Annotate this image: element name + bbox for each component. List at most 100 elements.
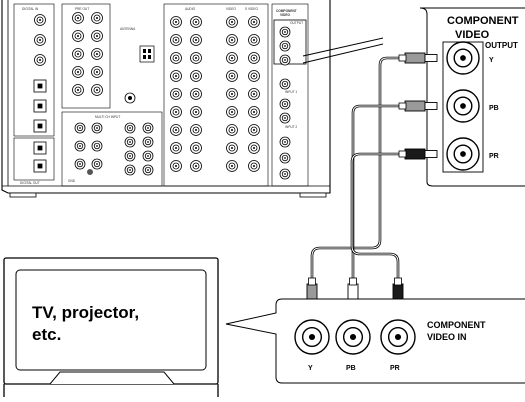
pre-out-jack <box>91 12 103 24</box>
pre-out-jacks <box>72 12 103 96</box>
output-callout-jack-labels: Y PB PR <box>489 57 499 160</box>
pre-out-jack <box>72 84 84 96</box>
receiver-component-output: OUTPUT <box>290 21 303 25</box>
digital-coax-jacks <box>34 14 46 66</box>
output-callout-jack <box>446 89 480 123</box>
receiver-component-block: COMPONENT VIDEO OUTPUT INPUT 1 INPUT 2 <box>271 3 309 187</box>
tv-display: TV, projector, etc. <box>3 257 219 397</box>
audio-r-jack <box>190 16 202 28</box>
s-video-jack <box>248 142 260 154</box>
multi-ch-jack <box>91 158 103 170</box>
tv-label-1: TV, projector, <box>32 303 139 322</box>
input-callout-jack-labels: Y PB PR <box>308 365 400 372</box>
video-jack <box>226 34 238 46</box>
out-jack-label-y: Y <box>489 57 494 64</box>
optical-jack-core <box>37 103 43 109</box>
pre-out-jack <box>91 84 103 96</box>
pre-out-jack <box>91 66 103 78</box>
audio-l-jack <box>170 52 182 64</box>
antenna-block: ANTENNA <box>120 27 155 104</box>
multi-ch-jack <box>74 140 86 152</box>
video-jack <box>226 70 238 82</box>
receiver-input-2: INPUT 2 <box>285 125 297 129</box>
receiver-component-out-jack <box>279 40 291 52</box>
audio-l-jack <box>170 88 182 100</box>
plug-pb-top <box>398 100 438 112</box>
output-callout-subtitle: OUTPUT <box>485 41 518 50</box>
plug-y-top <box>398 52 438 64</box>
multi-ch-jack <box>74 158 86 170</box>
pre-out-label: PRE OUT <box>75 7 89 11</box>
plug-pr-top <box>398 148 438 160</box>
multi-ch-jack <box>124 164 136 176</box>
video-label: VIDEO <box>226 7 236 11</box>
receiver-component-in2-jack <box>279 136 291 148</box>
s-video-jack <box>248 34 260 46</box>
pre-out-jack <box>91 48 103 60</box>
audio-r-jack <box>190 88 202 100</box>
multi-ch-jack <box>142 164 154 176</box>
audio-r-jack <box>190 52 202 64</box>
component-input-callout: COMPONENT VIDEO IN <box>225 298 525 384</box>
receiver-component-in2-jack <box>279 152 291 164</box>
s-video-label: S VIDEO <box>245 7 258 11</box>
s-video-jack <box>248 160 260 172</box>
output-callout-jacks <box>446 41 480 171</box>
s-video-jack <box>248 124 260 136</box>
optical-out-jack-core <box>37 163 43 169</box>
output-callout-title-1: COMPONENT <box>447 15 519 27</box>
digital-coax-jack <box>34 54 46 66</box>
digital-coax-jack <box>34 14 46 26</box>
output-callout-title-2: VIDEO <box>455 29 490 41</box>
audio-r-jack <box>190 160 202 172</box>
multi-ch-jack <box>91 140 103 152</box>
multi-ch-jack <box>91 122 103 134</box>
digital-optical-jacks <box>33 79 47 173</box>
video-jack <box>226 142 238 154</box>
video-jack <box>226 106 238 118</box>
multi-ch-jack <box>124 122 136 134</box>
s-video-jack <box>248 106 260 118</box>
pre-out-jack <box>72 66 84 78</box>
output-callout-jack <box>446 137 480 171</box>
av-inputs-block: AUDIO VIDEO S VIDEO <box>163 3 269 187</box>
receiver-component-out-jack <box>279 26 291 38</box>
multi-ch-jack <box>124 136 136 148</box>
receiver-component-in1-jack <box>279 78 291 90</box>
in-jack-label-pr: PR <box>390 365 400 372</box>
digital-coax-jack <box>34 34 46 46</box>
pre-out-block: PRE OUT <box>61 3 111 109</box>
multi-ch-input-block: MULTI CH INPUT GND <box>61 111 163 187</box>
receiver-component-in1-jack <box>279 112 291 124</box>
s-video-jack <box>248 70 260 82</box>
digital-in-label: DIGITAL IN <box>22 7 39 11</box>
out-jack-label-pr: PR <box>489 153 499 160</box>
optical-jack-core <box>37 83 43 89</box>
input-callout-label-2: VIDEO IN <box>427 332 467 342</box>
input-callout-label-1: COMPONENT <box>427 320 486 330</box>
in-jack-label-y: Y <box>308 365 313 372</box>
optical-jack-core <box>37 123 43 129</box>
receiver-rear-panel: DIGITAL IN DIGITAL OUT PRE OUT ANTENNA <box>1 0 331 198</box>
video-jack <box>226 160 238 172</box>
audio-l-jack <box>170 16 182 28</box>
audio-l-jack <box>170 160 182 172</box>
receiver-component-jacks <box>279 26 291 180</box>
component-output-callout: COMPONENT VIDEO OUTPUT <box>419 7 525 187</box>
s-video-jack <box>248 16 260 28</box>
audio-l-jack <box>170 34 182 46</box>
out-jack-label-pb: PB <box>489 105 499 112</box>
receiver-input-1: INPUT 1 <box>285 90 297 94</box>
video-jack <box>226 88 238 100</box>
av-input-jacks <box>170 16 260 172</box>
audio-label: AUDIO <box>185 7 196 11</box>
optical-out-jack-core <box>37 145 43 151</box>
multi-ch-jack <box>124 150 136 162</box>
input-callout-jack <box>380 319 416 355</box>
audio-l-jack <box>170 142 182 154</box>
audio-r-jack <box>190 34 202 46</box>
receiver-component-header-1: COMPONENT <box>276 9 297 13</box>
audio-r-jack <box>190 124 202 136</box>
audio-r-jack <box>190 106 202 118</box>
